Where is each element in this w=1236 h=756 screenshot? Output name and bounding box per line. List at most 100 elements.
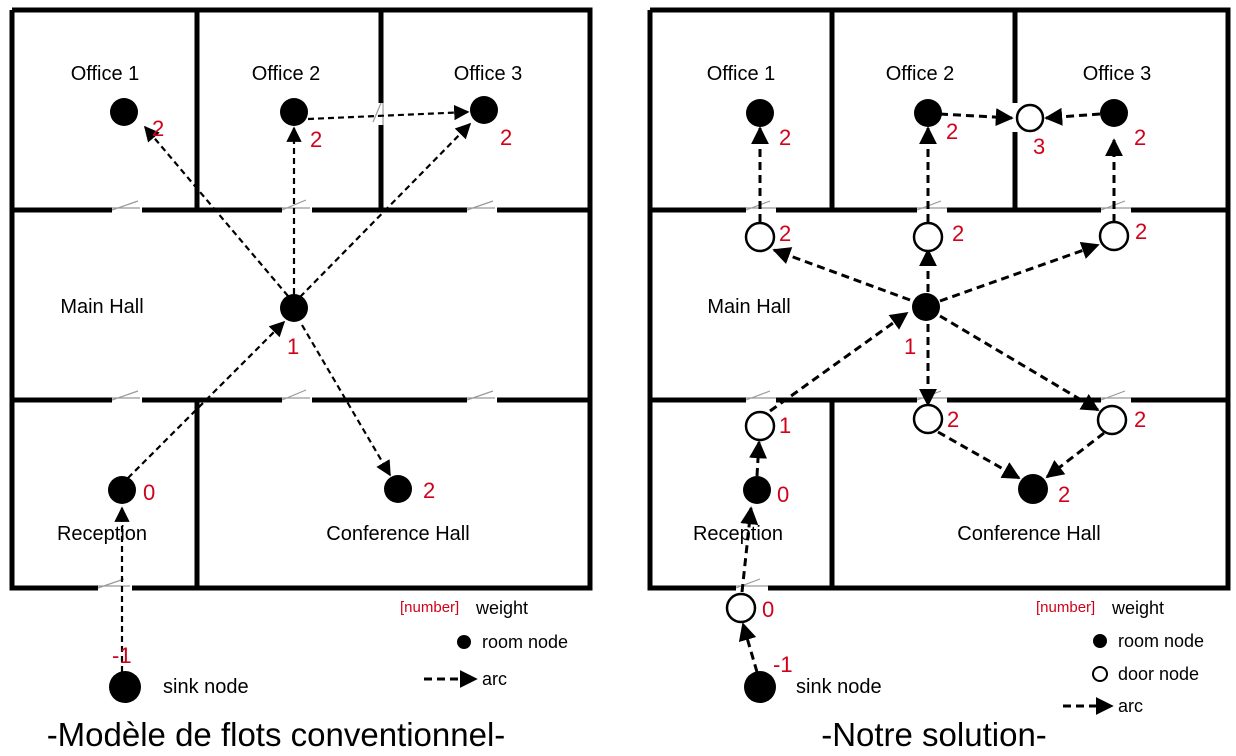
arc — [127, 320, 286, 479]
arc — [301, 324, 391, 477]
weight-sink: -1 — [112, 643, 132, 668]
room-node-main-hall — [912, 293, 940, 321]
door-icon — [111, 200, 140, 211]
legend-number: [number] — [1036, 599, 1095, 616]
left-arcs — [114, 104, 472, 672]
arc — [939, 108, 1014, 127]
weight-reception: 0 — [777, 482, 789, 507]
left-nodes — [108, 96, 498, 703]
arc — [749, 440, 768, 477]
weight-conference: 2 — [1058, 482, 1070, 507]
room-label-sink: sink node — [163, 676, 249, 698]
door-icon — [745, 390, 776, 401]
room-node-office2 — [914, 99, 942, 127]
legend-room-node-icon — [1093, 634, 1107, 648]
legend-door-node-icon — [1092, 666, 1108, 682]
room-label-reception: Reception — [57, 523, 147, 545]
door-node-reception — [744, 410, 776, 442]
room-node-main-hall — [280, 294, 308, 322]
room-label-main-hall: Main Hall — [707, 296, 790, 318]
arc — [738, 622, 759, 673]
weight-conference: 2 — [423, 478, 435, 503]
weight-door-conference-left: 2 — [947, 407, 959, 432]
weight-office2: 2 — [310, 127, 322, 152]
right-walls — [647, 7, 1231, 591]
door-node-conference-right — [1096, 404, 1128, 436]
weight-reception: 0 — [143, 480, 155, 505]
arc — [769, 311, 909, 413]
weight-door-conference-right: 2 — [1134, 407, 1146, 432]
room-node-conference — [384, 475, 412, 503]
weight-door-office1: 2 — [779, 221, 791, 246]
weight-door-office2: 2 — [952, 221, 964, 246]
legend-weight: weight — [1111, 598, 1164, 618]
room-label-reception: Reception — [693, 523, 783, 545]
caption-right: -Notre solution- — [821, 716, 1047, 753]
weight-main-hall: 1 — [904, 334, 916, 359]
weight-office1: 2 — [152, 116, 164, 141]
room-label-office2: Office 2 — [252, 63, 321, 85]
right-arcs — [738, 107, 1123, 673]
weight-door-reception: 1 — [779, 413, 791, 438]
sink-node — [109, 671, 141, 703]
door-node-office3 — [1098, 220, 1130, 252]
door-icon — [281, 199, 310, 211]
door-node-conference-left — [912, 403, 944, 435]
weight-office3: 2 — [500, 125, 512, 150]
legend-room-node: room node — [1118, 631, 1204, 651]
right-floorplan: Office 1 Office 2 Office 3 Main Hall Rec… — [647, 7, 1231, 753]
door-node-office2-office3 — [1015, 103, 1045, 133]
legend-room-node-icon — [457, 635, 471, 649]
door-node-office2 — [912, 221, 944, 253]
door-icon — [1100, 200, 1131, 211]
arc — [937, 430, 1021, 480]
door-icon — [1100, 390, 1131, 401]
arc — [307, 104, 470, 121]
sink-node — [744, 671, 776, 703]
weight-office2: 2 — [946, 119, 958, 144]
room-label-office1: Office 1 — [71, 63, 140, 85]
room-node-office3 — [470, 96, 498, 124]
weight-door-office3: 2 — [1135, 219, 1147, 244]
legend-arc: arc — [482, 669, 507, 689]
door-icon — [466, 390, 495, 401]
door-icon — [466, 200, 495, 211]
arc — [939, 314, 1100, 412]
room-label-main-hall: Main Hall — [60, 296, 143, 318]
room-node-reception — [108, 476, 136, 504]
left-doors — [97, 102, 495, 589]
weight-office1: 2 — [779, 125, 791, 150]
door-icon — [916, 200, 947, 211]
door-node-entry — [725, 592, 757, 624]
door-icon — [916, 390, 947, 401]
right-legend: [number] weight room node door node arc — [1036, 598, 1204, 716]
room-label-office2: Office 2 — [886, 63, 955, 85]
weight-door-entry: 0 — [762, 597, 774, 622]
legend-arc: arc — [1118, 696, 1143, 716]
room-label-office3: Office 3 — [1083, 63, 1152, 85]
room-node-reception — [743, 476, 771, 504]
arc — [1045, 431, 1105, 479]
weight-main-hall: 1 — [287, 334, 299, 359]
door-node-office1 — [744, 221, 776, 253]
arc — [939, 241, 1100, 303]
arc — [772, 247, 911, 302]
arc — [740, 506, 759, 593]
room-label-conference: Conference Hall — [326, 523, 469, 545]
room-label-office1: Office 1 — [707, 63, 776, 85]
left-floorplan: Office 1 Office 2 Office 3 Main Hall Rec… — [9, 7, 593, 753]
room-node-office1 — [746, 99, 774, 127]
weight-office2-door: 3 — [1033, 134, 1045, 159]
room-label-office3: Office 3 — [454, 63, 523, 85]
right-room-nodes — [743, 99, 1128, 703]
caption-left: -Modèle de flots conventionnel- — [47, 716, 506, 753]
room-node-office1 — [110, 98, 138, 126]
legend-room-node: room node — [482, 632, 568, 652]
room-node-office2 — [280, 98, 308, 126]
weight-office3: 2 — [1134, 125, 1146, 150]
room-label-sink: sink node — [796, 676, 882, 698]
door-icon — [372, 102, 384, 125]
door-icon — [97, 578, 130, 589]
arc — [1044, 107, 1101, 126]
